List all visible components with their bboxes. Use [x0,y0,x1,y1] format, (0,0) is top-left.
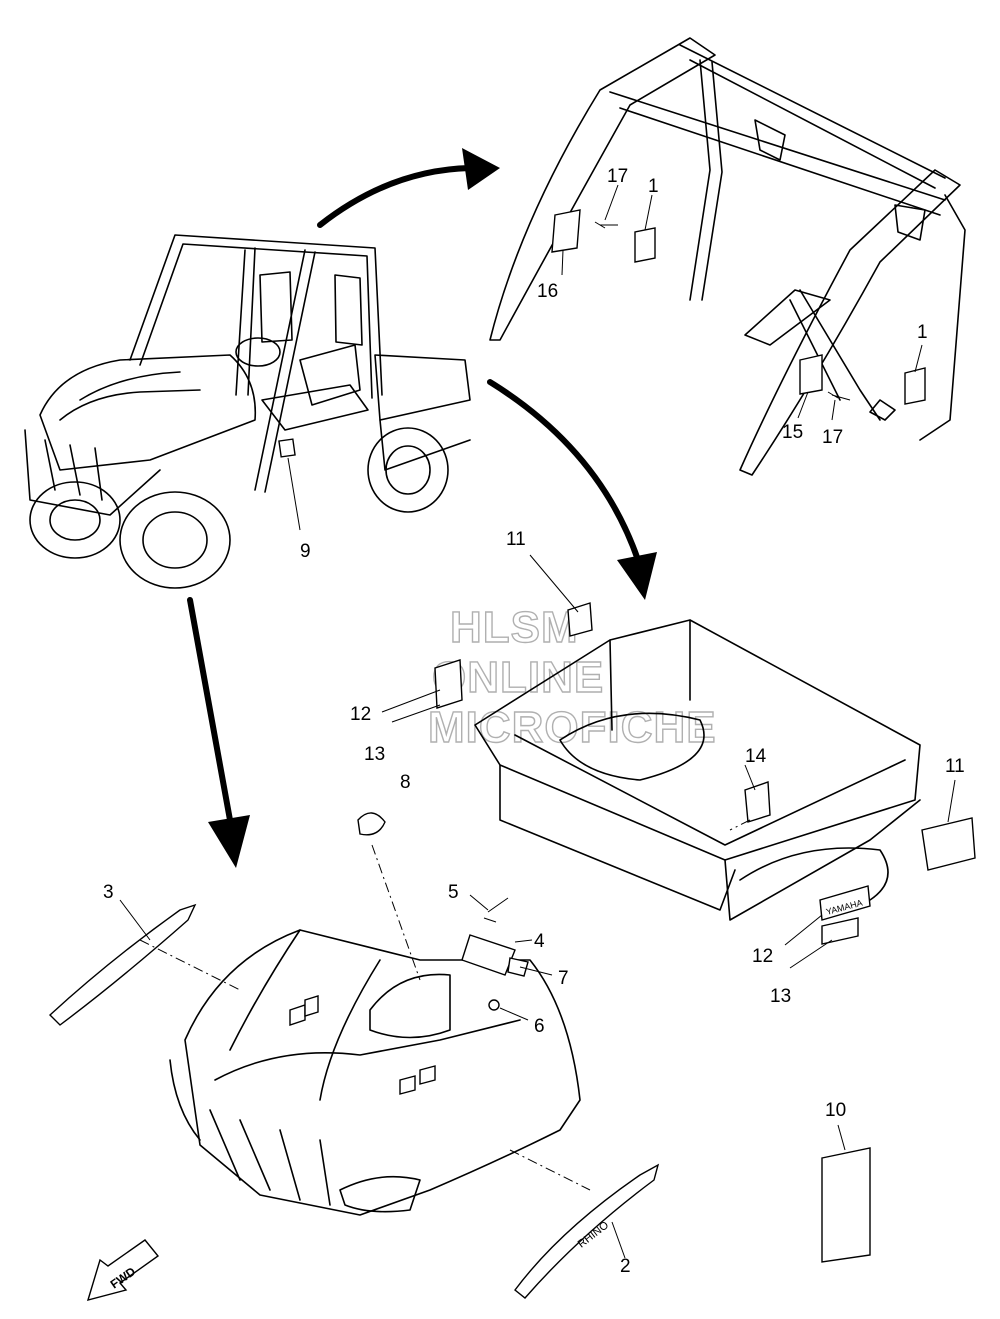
callout-17: 17 [607,166,628,187]
callout-8: 8 [400,772,411,793]
callout-15: 15 [782,422,803,443]
callouts: 17 1 16 1 15 17 9 11 12 13 14 11 12 13 8… [103,166,965,1277]
callout-10: 10 [825,1100,846,1121]
callout-11: 11 [506,529,526,550]
assembly-arrows [187,148,657,868]
watermark-line-1: HLSM [450,603,579,652]
callout-2: 2 [620,1256,631,1277]
callout-7: 7 [558,968,569,989]
callout-16: 16 [537,281,558,302]
cargo-bed: YAMAHA [381,554,976,969]
callout-14: 14 [745,746,767,767]
callout-12: 12 [350,704,371,725]
roll-cage-detail [489,37,966,476]
hood-assembly: RHINO [48,812,871,1299]
callout-13: 13 [364,744,385,765]
callout-6: 6 [534,1016,545,1037]
callout-11: 11 [945,756,965,777]
watermark-line-3: MICROFICHE [428,703,717,752]
callout-13: 13 [770,986,791,1007]
callout-9: 9 [300,541,311,562]
callout-4: 4 [534,931,545,952]
callout-12: 12 [752,946,773,967]
fwd-indicator: FWD [86,1239,160,1301]
callout-3: 3 [103,882,114,903]
callout-5: 5 [448,882,459,903]
callout-1: 1 [648,176,659,197]
vehicle-illustration [24,234,471,589]
callout-1: 1 [917,322,928,343]
callout-17: 17 [822,427,843,448]
